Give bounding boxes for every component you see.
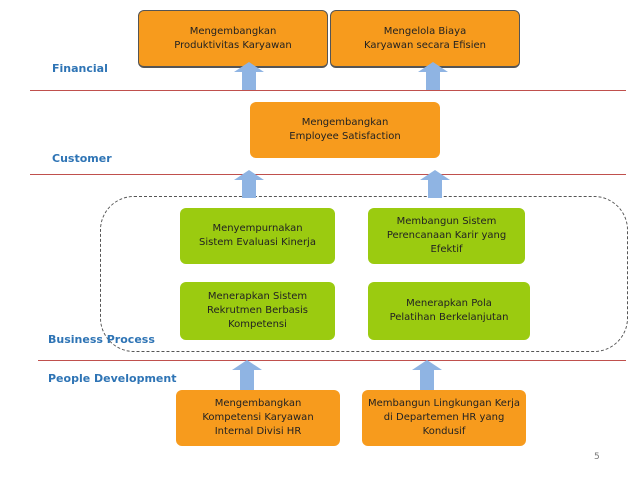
objective-process-career: Membangun Sistem Perencanaan Karir yang …	[368, 208, 525, 264]
perspective-business-process: Business Process	[48, 333, 155, 346]
objective-people-environment: Membangun Lingkungan Kerja di Departemen…	[362, 390, 526, 446]
up-arrow-icon	[234, 62, 264, 90]
objective-financial-productivity: Mengembangkan Produktivitas Karyawan	[138, 10, 328, 68]
up-arrow-icon	[232, 360, 262, 390]
objective-process-training: Menerapkan Pola Pelatihan Berkelanjutan	[368, 282, 530, 340]
objective-process-recruitment: Menerapkan Sistem Rekrutmen Berbasis Kom…	[180, 282, 335, 340]
perspective-financial: Financial	[52, 62, 108, 75]
up-arrow-icon	[412, 360, 442, 390]
business-process-container	[100, 196, 628, 352]
up-arrow-icon	[420, 170, 450, 198]
perspective-people-development: People Development	[48, 372, 177, 385]
process-separator-line	[38, 360, 626, 361]
customer-separator-line	[30, 174, 626, 175]
up-arrow-icon	[418, 62, 448, 90]
page-number: 5	[594, 452, 600, 462]
up-arrow-icon	[234, 170, 264, 198]
objective-financial-cost: Mengelola Biaya Karyawan secara Efisien	[330, 10, 520, 68]
objective-people-competence: Mengembangkan Kompetensi Karyawan Intern…	[176, 390, 340, 446]
financial-separator-line	[30, 90, 626, 91]
perspective-customer: Customer	[52, 152, 112, 165]
objective-process-evaluation: Menyempurnakan Sistem Evaluasi Kinerja	[180, 208, 335, 264]
objective-customer-satisfaction: Mengembangkan Employee Satisfaction	[250, 102, 440, 158]
